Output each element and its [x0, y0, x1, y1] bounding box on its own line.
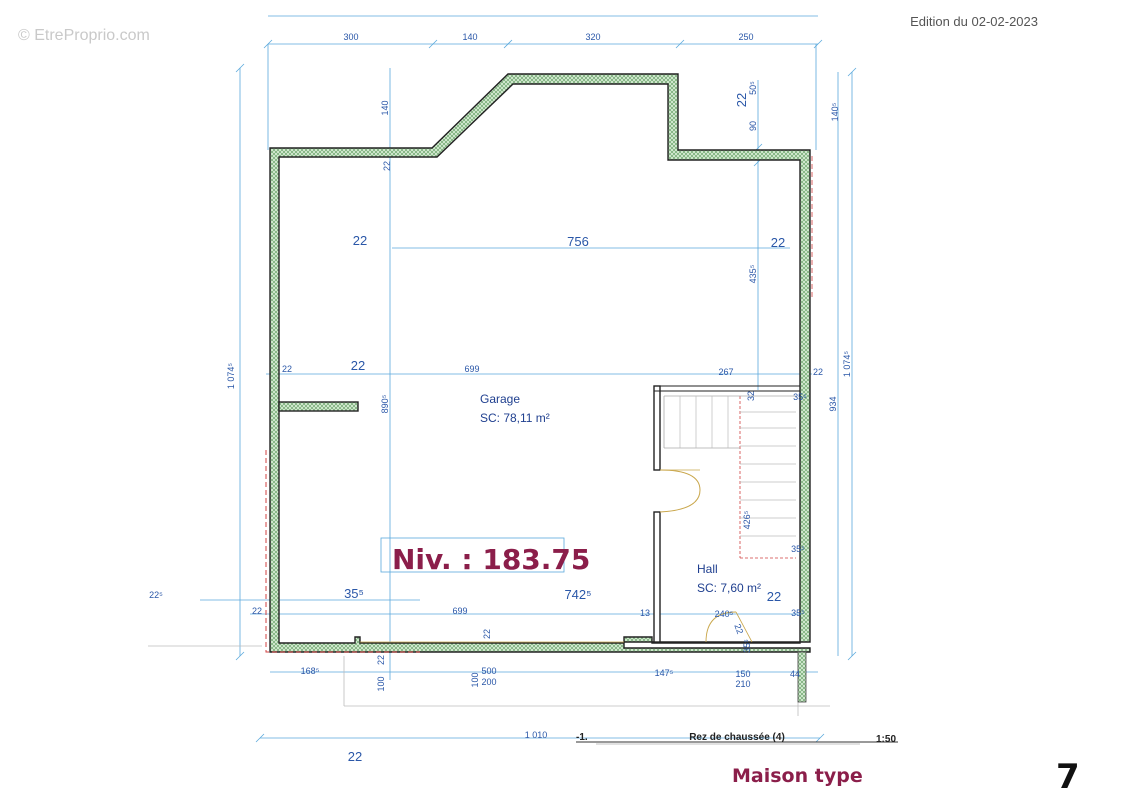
- doors: [360, 469, 753, 643]
- staircase: [663, 395, 796, 559]
- dim-stair-426: 426⁵: [742, 510, 752, 529]
- dim-bot-240: 240⁵: [715, 609, 734, 619]
- dim-bot-22-v: 22: [482, 629, 492, 639]
- dim-mid-22-big: 22: [351, 358, 365, 373]
- dim-mid-699: 699: [464, 364, 479, 374]
- sheet-scale: 1:50: [876, 734, 896, 745]
- dim-22-a: 22: [353, 233, 367, 248]
- sheet-ref: -1.: [576, 732, 588, 743]
- dim-right-140: 140⁵: [830, 102, 840, 121]
- dim-right-435: 435⁵: [748, 264, 758, 283]
- dim-bot-35: 35⁵: [791, 608, 805, 618]
- top-dimension-lines: [263, 15, 823, 150]
- dim-bot-35-door: 35⁵: [742, 639, 752, 653]
- dim-foot-22: 22: [348, 749, 362, 764]
- page-number: 7: [1056, 757, 1080, 797]
- dim-bot-22-door: 22: [732, 623, 745, 636]
- dim-stair-35a: 35⁵: [793, 392, 807, 402]
- dim-low-742: 742⁵: [564, 587, 591, 602]
- dim-right-22: 22: [734, 93, 749, 107]
- vertical-dimension-lines: [200, 63, 857, 743]
- dim-stair-35b: 35⁵: [791, 544, 805, 554]
- exterior-lines: [148, 645, 830, 716]
- dim-top-320: 320: [585, 32, 600, 42]
- dim-left-total: 1 074⁵: [226, 363, 236, 390]
- dim-right-total: 1 074⁵: [842, 351, 852, 378]
- dim-stair-32: 32: [746, 391, 756, 401]
- dim-hall-22: 22: [767, 589, 781, 604]
- level-label-box: [380, 537, 565, 573]
- edition-date: Edition du 02-02-2023: [910, 14, 1038, 29]
- room-hall-name: Hall: [697, 562, 718, 576]
- level-label: Niv. : 183.75: [392, 543, 590, 576]
- dim-756: 756: [567, 234, 589, 249]
- title-block: [576, 741, 898, 745]
- dim-b100-mid: 100: [470, 672, 480, 687]
- foundation-outline: [265, 450, 420, 653]
- dim-low-22: 22⁵: [149, 590, 163, 600]
- dim-b147: 147⁵: [655, 668, 674, 678]
- dim-bot-22-left: 22: [252, 606, 262, 616]
- dim-total-1010: 1 010: [525, 730, 548, 740]
- dim-b150: 150: [735, 669, 750, 679]
- dim-b168: 168⁵: [301, 666, 320, 676]
- sheet-title: Rez de chaussée (4): [689, 732, 785, 743]
- dim-mid-267: 267: [718, 367, 733, 377]
- dim-b200: 200: [481, 677, 496, 687]
- dim-b210: 210: [735, 679, 750, 689]
- dim-top-140: 140: [462, 32, 477, 42]
- room-garage-name: Garage: [480, 392, 520, 406]
- building-walls: [269, 73, 811, 653]
- dim-right-50: 50⁵: [748, 81, 758, 95]
- dim-mid-22-left: 22: [282, 364, 292, 374]
- dim-right-inner: 934: [828, 396, 838, 411]
- dim-22-b: 22: [771, 235, 785, 250]
- dim-v890: 890⁵: [380, 394, 390, 413]
- dim-b44: 44: [790, 669, 800, 679]
- dim-upper-140: 140: [380, 100, 390, 115]
- dim-bot-13: 13: [640, 608, 650, 618]
- dim-bot-22-v2: 22: [376, 655, 386, 665]
- room-hall-area: SC: 7,60 m²: [697, 581, 761, 595]
- room-garage-area: SC: 78,11 m²: [480, 411, 550, 425]
- dim-top-250: 250: [738, 32, 753, 42]
- watermark: © EtreProprio.com: [18, 27, 150, 44]
- dim-bot-699: 699: [452, 606, 467, 616]
- dim-top-300: 300: [343, 32, 358, 42]
- dim-b500: 500: [481, 666, 496, 676]
- dim-low-35: 35⁵: [344, 586, 364, 601]
- dim-mid-22-right: 22: [813, 367, 823, 377]
- dim-upper-22: 22: [382, 161, 392, 171]
- dim-b100-left: 100: [376, 676, 386, 691]
- dim-right-90: 90: [748, 121, 758, 131]
- footer-title: Maison type: [732, 765, 863, 787]
